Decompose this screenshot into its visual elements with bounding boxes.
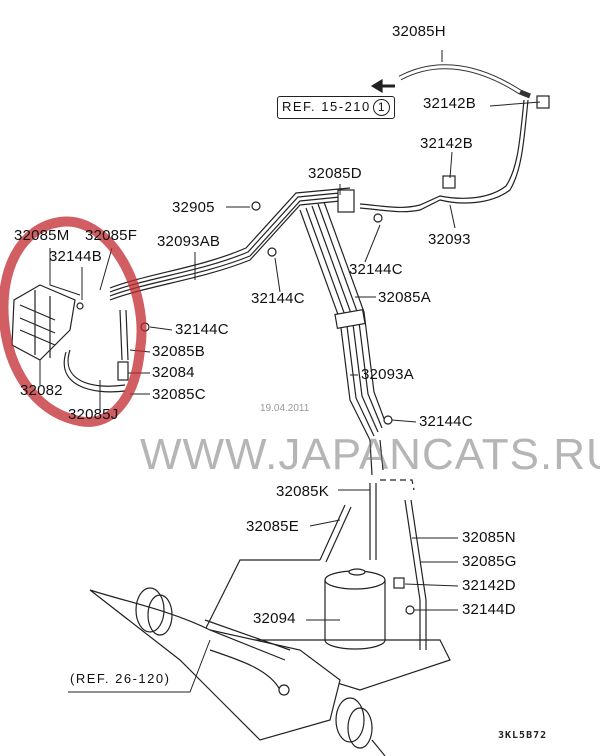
part-label: 32144C	[419, 413, 473, 430]
part-label: 32142B	[423, 95, 476, 112]
date-stamp: 19.04.2011	[260, 403, 310, 414]
watermark: WWW.JAPANCATS.RU	[140, 430, 600, 479]
part-label: 32094	[253, 610, 296, 627]
part-label: 32144C	[175, 321, 229, 338]
part-label: 32085B	[152, 343, 205, 360]
highlight-circle	[0, 216, 147, 427]
part-label: 32085D	[308, 165, 362, 182]
part-label: 32085M	[14, 227, 70, 244]
part-label: 32144C	[349, 261, 403, 278]
reference-bottom: (REF. 26-120)	[70, 671, 171, 686]
part-label: 32142D	[462, 577, 516, 594]
part-label: 32085J	[68, 406, 119, 423]
part-label: 32085N	[462, 529, 516, 546]
part-label: 32085E	[246, 518, 299, 535]
part-label: 32093AB	[157, 233, 221, 250]
part-label: 32093A	[361, 366, 414, 383]
part-label: 32085H	[392, 23, 446, 40]
drawing-code: 3KL5B72	[498, 730, 548, 741]
part-label: 32085F	[85, 227, 138, 244]
reference-circle-number: 1	[372, 99, 390, 116]
arrow-head-icon	[370, 78, 383, 94]
part-label: 32082	[20, 382, 63, 399]
part-label: 32084	[152, 364, 195, 381]
part-label: 32085C	[152, 386, 206, 403]
part-label: 32144B	[49, 248, 102, 265]
part-label: 32144C	[251, 290, 305, 307]
part-label: 32144D	[462, 601, 516, 618]
part-label: 32085G	[462, 553, 517, 570]
part-label: 32093	[428, 231, 471, 248]
reference-text: REF. 15-210	[282, 99, 371, 114]
part-label: 32085K	[276, 483, 329, 500]
part-label: 32085A	[378, 289, 431, 306]
part-label: 32905	[172, 199, 215, 216]
part-label: 32142B	[420, 135, 473, 152]
